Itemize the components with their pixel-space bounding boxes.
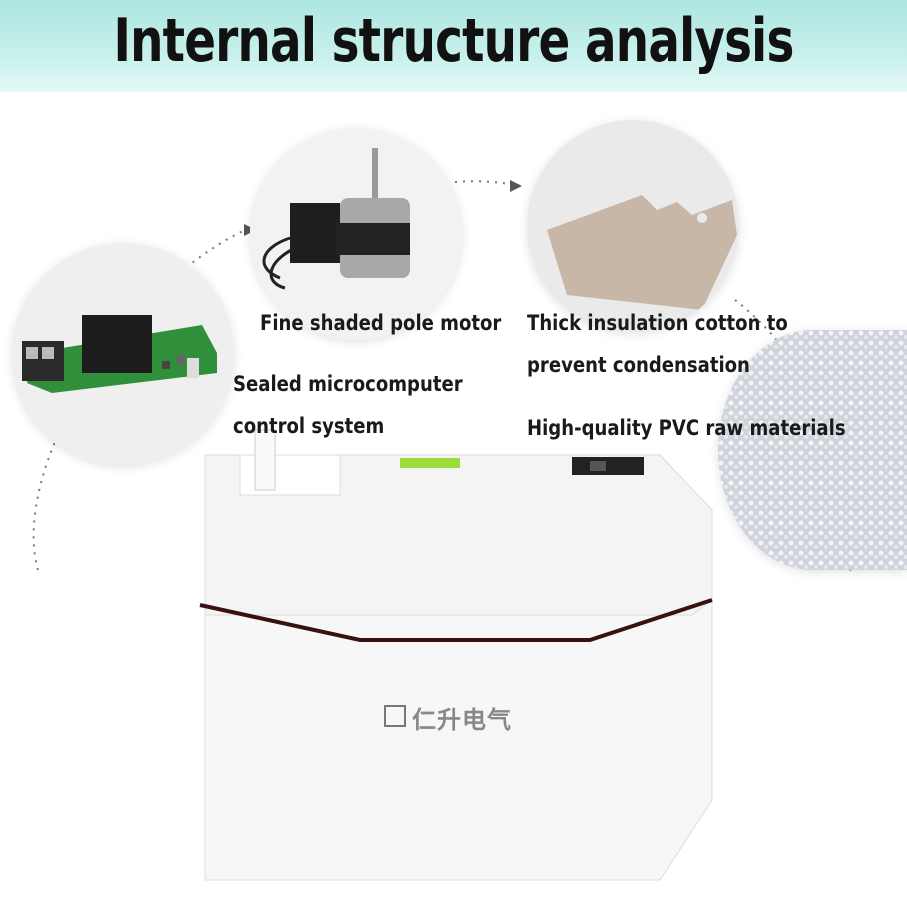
insulation-sheet: [547, 195, 737, 310]
motor-label: Fine shaded pole motor: [260, 311, 502, 335]
relay-block: [82, 315, 152, 373]
power-socket: [572, 457, 644, 475]
insulation-label-line1: Thick insulation cotton to: [527, 311, 788, 335]
inlet-pipe: [254, 429, 276, 491]
pcb-photo: [12, 243, 234, 465]
title-banner: Internal structure analysis: [0, 0, 907, 92]
insulation-photo: [527, 120, 739, 332]
page-title: Internal structure analysis: [113, 6, 794, 76]
brand-mark: 仁升电气: [412, 706, 512, 734]
insulation-label-line2: prevent condensation: [527, 353, 750, 377]
status-led: [400, 458, 460, 468]
pump-lower-body: [204, 599, 713, 881]
control-label-line2: control system: [233, 414, 385, 438]
pvc-granules-photo: [718, 330, 907, 570]
motor-photo: [250, 128, 462, 340]
motor-coil: [290, 203, 340, 263]
motor-shaft: [372, 148, 378, 208]
body-seam: [199, 598, 713, 642]
pvc-label: High-quality PVC raw materials: [527, 416, 846, 440]
control-label-line1: Sealed microcomputer: [233, 372, 463, 396]
brand-logo: [384, 705, 406, 727]
arrow-top-icon: [510, 180, 522, 192]
dotted-arc-right: [734, 299, 853, 576]
